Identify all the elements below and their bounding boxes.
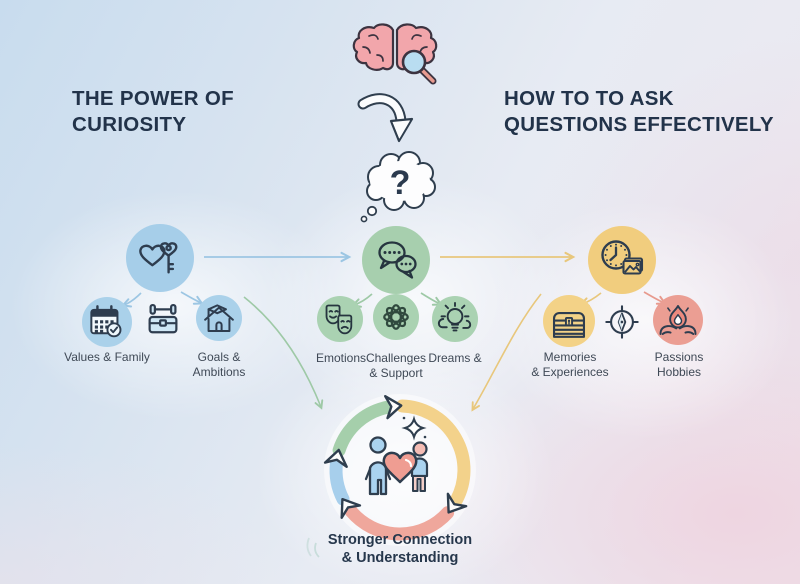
chat-bubbles-icon <box>378 241 417 279</box>
label-passions-hobbies: Passions Hobbies <box>654 350 704 379</box>
lightbulb-idea-icon <box>437 301 472 332</box>
title-right-line2: QUESTIONS EFFECTIVELY <box>504 113 774 136</box>
memories-experiences-circle <box>543 295 595 347</box>
compass-icon <box>603 303 641 341</box>
values-family-circle <box>82 297 132 347</box>
label-goals-ambitions: Goals & Ambitions <box>192 350 246 379</box>
treasure-chest-icon <box>552 312 586 338</box>
clock-photos-icon <box>601 240 644 275</box>
title-left-line1: THE POWER OF <box>72 87 234 110</box>
title-right-line1: HOW TO TO ASK <box>504 87 674 110</box>
challenges-circle <box>373 294 419 340</box>
label-emotions: Emotions <box>315 351 367 365</box>
hands-flame-icon <box>659 305 697 335</box>
heart-key-icon <box>139 242 178 274</box>
label-memories-experiences: Memories & Experiences <box>531 350 609 379</box>
emotions-circle <box>317 296 363 342</box>
passions-hobbies-circle <box>653 295 703 345</box>
values-theme-circle <box>126 224 194 292</box>
thought-bubble-question-icon: ? <box>360 151 436 223</box>
dumbbell-toolbox-icon <box>142 296 184 338</box>
calendar-check-icon <box>90 305 122 338</box>
conversation-theme-circle <box>362 226 430 294</box>
brain-magnifier-icon <box>352 23 438 85</box>
label-challenges-support: Challenges & Support <box>365 351 427 380</box>
cycle-arrows-people-heart-icon <box>323 394 476 546</box>
label-dreams: Dreams & <box>428 351 482 365</box>
theater-masks-icon <box>325 304 353 335</box>
question-mark: ? <box>390 164 411 202</box>
memories-theme-circle <box>588 226 656 294</box>
page-title-right: HOW TO TO ASK QUESTIONS EFFECTIVELY <box>504 86 784 138</box>
page-title-left: THE POWER OF CURIOSITY <box>72 86 342 138</box>
knot-icon <box>383 304 409 330</box>
curved-down-arrow-icon <box>357 93 414 143</box>
dreams-circle <box>432 296 478 342</box>
title-left-line2: CURIOSITY <box>72 113 187 136</box>
label-values-family: Values & Family <box>64 350 150 364</box>
house-graduation-icon <box>204 304 234 333</box>
outcome-label: Stronger Connection & Understanding <box>327 532 473 566</box>
goals-ambitions-circle <box>196 295 242 341</box>
